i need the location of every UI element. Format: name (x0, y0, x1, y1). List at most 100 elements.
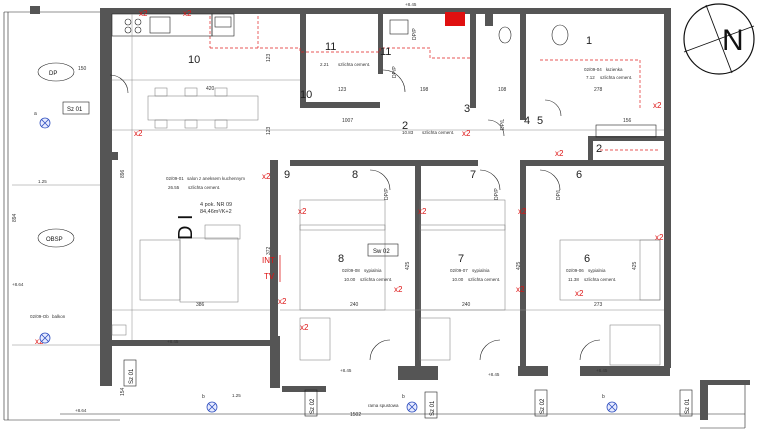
socket-marker: x2 (300, 323, 309, 332)
door-tags: DP/P DP/P DP/P DP/L DP/L DP/P (384, 28, 562, 200)
dimension: 108 (498, 87, 507, 93)
lamp-label: a (34, 111, 37, 117)
lamp-icon (39, 117, 51, 129)
level-marker: +8.64 (75, 408, 87, 413)
room-number: 3 (464, 103, 470, 115)
dimension: 123 (266, 126, 272, 135)
window-tag: Sz 01 (129, 368, 135, 384)
lamp-label: b (602, 394, 605, 400)
room-number: 11 (325, 41, 336, 53)
compass-icon (683, 3, 755, 75)
room-number: 10 (188, 54, 200, 66)
dimension: 894 (12, 213, 18, 222)
dimension: 240 (350, 302, 359, 308)
bedroom-furniture (299, 199, 661, 366)
socket-marker: x2 (278, 297, 287, 306)
window-tag: Sz 01 (430, 400, 436, 416)
window-tag: Sz 01 (685, 398, 691, 414)
room-number: 7 (470, 169, 476, 181)
compass-north-label: N (722, 24, 744, 57)
level-marker: +8.45 (596, 368, 608, 373)
apartment-label: D I 4 pok. NR 09 84,46m²/K+2 (175, 202, 232, 240)
lamp-label: b (202, 394, 205, 400)
socket-marker: x2 (298, 207, 307, 216)
apartment-area: 84,46m²/K+2 (200, 209, 232, 215)
room-number: 10 (300, 89, 312, 101)
room-name: łazienka (606, 67, 623, 72)
dimension: 896 (120, 169, 126, 178)
room-name: sypialnia (364, 268, 382, 273)
socket-marker: x2 (139, 9, 148, 18)
dimension: 198 (420, 87, 429, 93)
level-markers: +8.45 +8.45 +8.45 +8.45 +8.45 +8.64 +8.6… (12, 2, 608, 413)
door-tag: DP/P (392, 66, 398, 78)
socket-marker: x2 (653, 101, 662, 110)
room-name: salon z aneksem kuchennym (187, 176, 245, 181)
dimension: 425 (516, 261, 522, 270)
balcony-dimension: 1.25 (232, 393, 241, 398)
room-number: 7 (458, 253, 464, 265)
window-tags: Sz 01 DP OBSP Sw 02 Sz 01 Sz 01 Sz 02 Sz… (37, 62, 693, 419)
socket-marker: x2 (418, 207, 427, 216)
compass: N (683, 3, 755, 75)
room-finish: szlichta cement. (600, 75, 632, 80)
room-number: 2 (402, 120, 408, 132)
socket-marker: x2 (35, 337, 44, 346)
service-label: TV (264, 272, 275, 281)
dimension: 278 (594, 87, 603, 93)
socket-marker: x2 (555, 149, 564, 158)
dimension: 150 (78, 66, 87, 72)
socket-marker: x2 (575, 289, 584, 298)
room-area: 10.00 (344, 277, 356, 282)
room-finish: szlichta cement. (360, 277, 392, 282)
balcony-left (3, 6, 120, 421)
dimension: 1007 (342, 118, 353, 124)
room-code: 02/09-06 (566, 268, 584, 273)
room-area: 7.12 (586, 75, 595, 80)
dimension: 372 (266, 246, 272, 255)
balcony-note: rama spustowa (368, 403, 399, 408)
room-area: 2.21 (320, 62, 329, 67)
dimension: 273 (594, 302, 603, 308)
socket-marker: x2 (518, 207, 527, 216)
installation-lines (209, 16, 660, 151)
window-tag: Sw 02 (373, 249, 390, 255)
level-marker: +8.64 (12, 282, 24, 287)
room-area: 10.83 (402, 130, 414, 135)
room-name: sypialnia (472, 268, 490, 273)
room-code: 02/09-01 (166, 176, 184, 181)
socket-marker: x2 (134, 129, 143, 138)
level-marker: +8.45 (405, 2, 417, 7)
level-marker: +8.45 (488, 372, 500, 377)
door-tag: DP/P (384, 188, 390, 200)
dimension: 425 (632, 261, 638, 270)
axis-lines (112, 14, 664, 340)
balcony-dimension: 1.25 (38, 179, 47, 184)
inner-walls (112, 14, 668, 366)
bathroom-fixtures (389, 19, 657, 138)
room-name: balkon (52, 314, 66, 319)
room-finish: szlichta cement. (422, 130, 454, 135)
dimension: 1502 (350, 412, 361, 418)
room-notes: 02/09-01 salon z aneksem kuchennym 26.55… (30, 62, 632, 319)
socket-marker: x2 (516, 285, 525, 294)
apartment-code: D I (175, 214, 197, 240)
dimension: 154 (120, 387, 126, 396)
dimension: 420 (206, 86, 215, 92)
socket-marker: x2 (655, 233, 664, 242)
service-outlets: INT TV (262, 255, 281, 282)
outer-walls (100, 8, 671, 392)
lamp-icon (406, 401, 418, 413)
door-swings (109, 69, 601, 361)
room-number: 1 (586, 35, 592, 47)
room-code: 02/09-08 (342, 268, 360, 273)
room-number: 6 (584, 253, 590, 265)
room-name: sypialnia (588, 268, 606, 273)
socket-marker: x2 (394, 285, 403, 294)
room-number: 6 (576, 169, 582, 181)
window-tag: Sz 02 (540, 398, 546, 414)
room-number: 9 (284, 169, 290, 181)
apartment-number: 4 pok. NR 09 (200, 202, 232, 208)
room-finish: szlichta cement. (584, 277, 616, 282)
